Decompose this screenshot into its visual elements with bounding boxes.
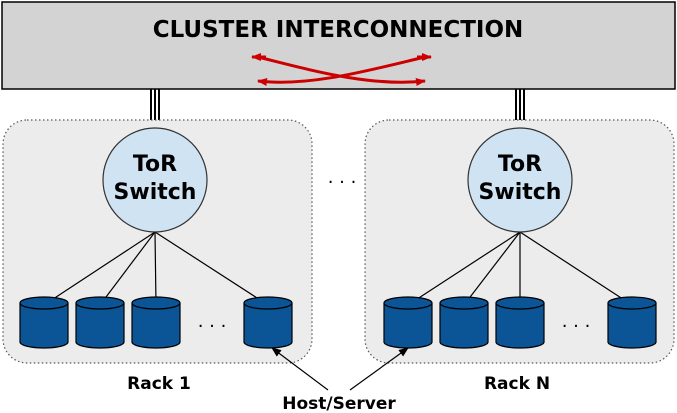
- tor-switch: [102, 127, 208, 233]
- host-server: [19, 296, 69, 349]
- tor-switch-label-line2: Switch: [479, 180, 562, 205]
- rack-1-label: Rack 1: [127, 374, 191, 394]
- host-server: [495, 296, 545, 349]
- server-ellipsis: . . .: [198, 311, 227, 332]
- host-server-label: Host/Server: [282, 394, 396, 413]
- rack-n: ToR Switch . . .: [364, 119, 675, 364]
- rack-ellipsis: . . .: [328, 167, 357, 188]
- server-link: [463, 231, 521, 306]
- interconnect-label: CLUSTER INTERCONNECTION: [153, 17, 524, 43]
- host-pointer-right: [349, 347, 409, 391]
- host-server: [131, 296, 181, 349]
- server-link: [154, 231, 269, 306]
- server-link: [519, 231, 633, 306]
- rack-1: ToR Switch . . .: [2, 119, 313, 364]
- tor-switch-label-line1: ToR: [498, 152, 542, 177]
- tor-switch-label-line1: ToR: [133, 152, 177, 177]
- server-link: [407, 231, 521, 306]
- host-server: [439, 296, 489, 349]
- tor-switch-label-line2: Switch: [114, 180, 197, 205]
- server-link: [154, 231, 157, 306]
- server-link: [99, 231, 156, 306]
- server-link: [43, 231, 156, 306]
- tor-switch: [467, 127, 573, 233]
- host-pointer-left: [271, 347, 329, 391]
- crossing-arrow: [257, 55, 426, 87]
- host-server: [75, 296, 125, 349]
- server-ellipsis: . . .: [562, 311, 591, 332]
- host-server: [243, 296, 293, 349]
- interconnect-arrows: [251, 53, 432, 87]
- host-server: [383, 296, 433, 349]
- rack-n-label: Rack N: [484, 374, 550, 394]
- host-server: [607, 296, 657, 349]
- cluster-interconnect: CLUSTER INTERCONNECTION: [1, 1, 676, 90]
